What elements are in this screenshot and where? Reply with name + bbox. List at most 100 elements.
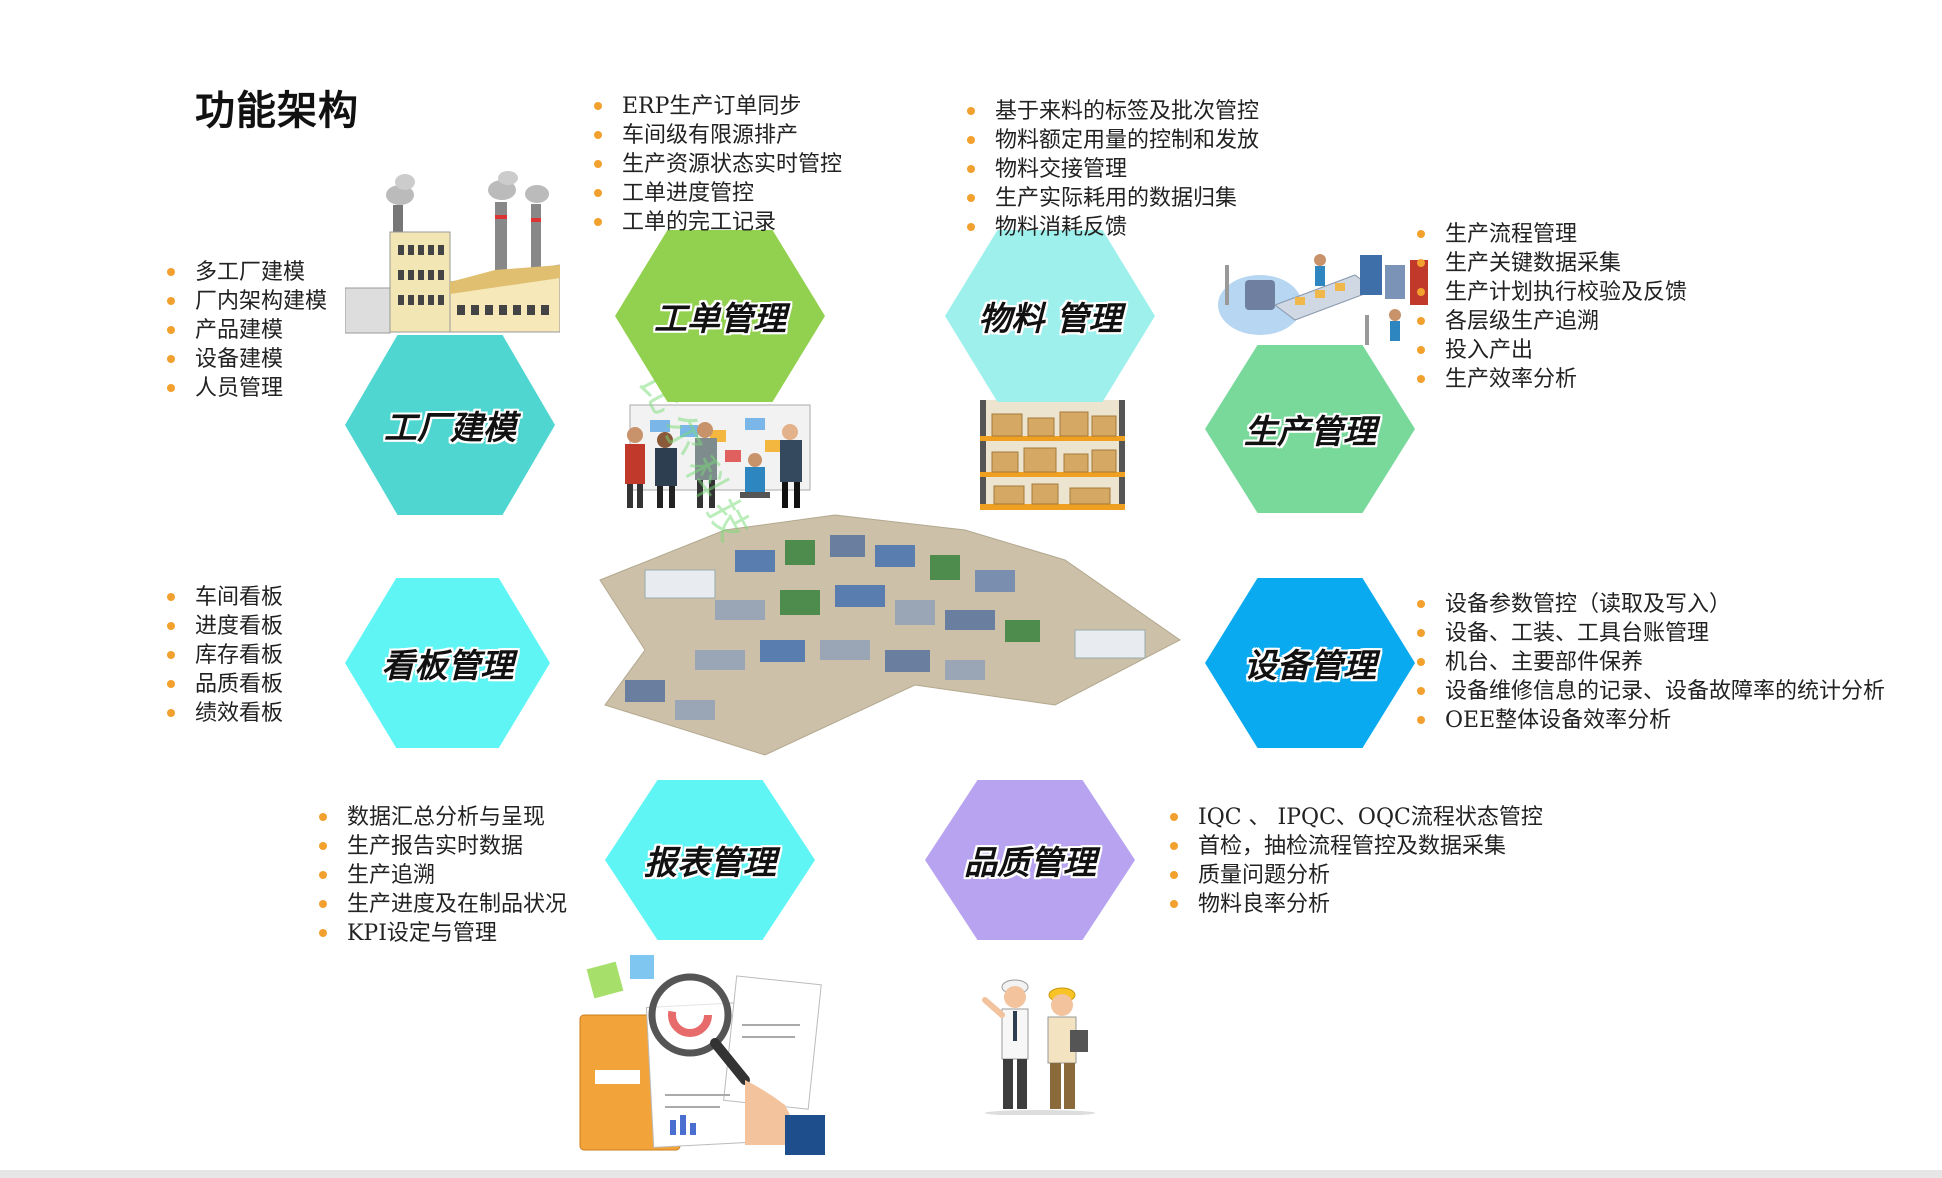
hex-label: 工单管理 [654, 299, 786, 338]
hex-work-order-management[interactable]: 工单管理 [615, 230, 825, 402]
hex-label: 看板管理 [381, 646, 514, 685]
feature-text: 物料交接管理 [995, 157, 1128, 182]
feature-text: 生产进度及在制品状况 [347, 892, 568, 917]
feature-text: KPI设定与管理 [347, 921, 497, 946]
feature-item: OEE整体设备效率分析 [1415, 706, 1885, 735]
hex-quality-management[interactable]: 品质管理 [925, 780, 1135, 940]
bullet-icon [319, 871, 327, 879]
feature-text: 基于来料的标签及批次管控 [995, 99, 1260, 124]
bullet-icon [167, 355, 175, 363]
production-line-icon [1218, 254, 1428, 345]
feature-item: 设备参数管控（读取及写入） [1415, 590, 1885, 619]
feature-text: 投入产出 [1445, 338, 1534, 363]
footer-bar [0, 1170, 1942, 1178]
feature-item: ERP生产订单同步 [592, 92, 842, 121]
bullet-icon [167, 268, 175, 276]
feature-text: 车间看板 [195, 585, 284, 610]
feature-item: 物料额定用量的控制和发放 [965, 126, 1259, 155]
report-magnifier-icon [579, 955, 825, 1155]
feature-item: 库存看板 [165, 641, 283, 670]
feature-text: ERP生产订单同步 [622, 94, 802, 119]
bullet-icon [1417, 230, 1425, 238]
isometric-factory-floor-icon [599, 514, 1181, 756]
bullet-icon [1417, 629, 1425, 637]
feature-item: IQC 、 IPQC、OQC流程状态管控 [1168, 803, 1543, 832]
feature-item: 设备、工装、工具台账管理 [1415, 619, 1885, 648]
workorder-feature-list: ERP生产订单同步车间级有限源排产生产资源状态实时管控工单进度管控工单的完工记录 [592, 92, 842, 237]
feature-text: 多工厂建模 [195, 260, 306, 285]
feature-text: 设备建模 [195, 347, 284, 372]
hex-report-management[interactable]: 报表管理 [605, 780, 815, 940]
page-title: 功能架构 [195, 88, 359, 134]
feature-text: OEE整体设备效率分析 [1445, 708, 1672, 733]
feature-text: 首检，抽检流程管控及数据采集 [1198, 834, 1507, 859]
bullet-icon [1170, 842, 1178, 850]
feature-item: 设备建模 [165, 345, 327, 374]
bullet-icon [167, 680, 175, 688]
bullet-icon [967, 165, 975, 173]
bullet-icon [1417, 317, 1425, 325]
hex-label: 设备管理 [1244, 646, 1376, 685]
bullet-icon [167, 326, 175, 334]
feature-item: 生产追溯 [317, 861, 567, 890]
production-feature-list: 生产流程管理生产关键数据采集生产计划执行校验及反馈各层级生产追溯投入产出生产效率… [1415, 220, 1687, 394]
hex-factory-modeling[interactable]: 工厂建模 [345, 335, 555, 515]
feature-text: 设备、工装、工具台账管理 [1445, 621, 1710, 646]
feature-item: 人员管理 [165, 374, 327, 403]
feature-item: 产品建模 [165, 316, 327, 345]
feature-item: 生产流程管理 [1415, 220, 1687, 249]
equipment-feature-list: 设备参数管控（读取及写入）设备、工装、工具台账管理机台、主要部件保养设备维修信息… [1415, 590, 1885, 735]
feature-text: 物料消耗反馈 [995, 215, 1128, 240]
bullet-icon [594, 160, 602, 168]
feature-text: IQC 、 IPQC、OQC流程状态管控 [1198, 805, 1543, 830]
feature-text: 物料额定用量的控制和发放 [995, 128, 1260, 153]
feature-text: 质量问题分析 [1198, 863, 1331, 888]
feature-item: 多工厂建模 [165, 258, 327, 287]
hex-label: 工厂建模 [384, 408, 516, 447]
feature-text: 品质看板 [195, 672, 284, 697]
hex-kanban-management[interactable]: 看板管理 [345, 578, 550, 748]
feature-item: 物料消耗反馈 [965, 213, 1259, 242]
hex-label: 品质管理 [964, 843, 1096, 882]
bullet-icon [594, 218, 602, 226]
feature-item: 投入产出 [1415, 336, 1687, 365]
feature-text: 产品建模 [195, 318, 284, 343]
feature-item: 生产效率分析 [1415, 365, 1687, 394]
feature-item: 生产报告实时数据 [317, 832, 567, 861]
feature-item: 生产实际耗用的数据归集 [965, 184, 1259, 213]
feature-item: 生产进度及在制品状况 [317, 890, 567, 919]
feature-item: 车间级有限源排产 [592, 121, 842, 150]
feature-item: KPI设定与管理 [317, 919, 567, 948]
feature-item: 质量问题分析 [1168, 861, 1543, 890]
report-feature-list: 数据汇总分析与呈现生产报告实时数据生产追溯生产进度及在制品状况 KPI设定与管理 [317, 803, 567, 948]
bullet-icon [1417, 716, 1425, 724]
feature-text: 工单的完工记录 [622, 210, 777, 235]
bullet-icon [167, 593, 175, 601]
feature-item: 生产计划执行校验及反馈 [1415, 278, 1687, 307]
feature-text: 各层级生产追溯 [1445, 309, 1600, 334]
meeting-team-icon [625, 404, 811, 508]
hex-production-management[interactable]: 生产管理 [1205, 345, 1415, 513]
feature-text: 机台、主要部件保养 [1445, 650, 1644, 675]
feature-text: 厂内架构建模 [195, 289, 328, 314]
quality-feature-list: IQC 、 IPQC、OQC流程状态管控首检，抽检流程管控及数据采集质量问题分析… [1168, 803, 1543, 919]
bullet-icon [319, 900, 327, 908]
hex-label: 生产管理 [1244, 412, 1376, 451]
feature-text: 生产关键数据采集 [1445, 251, 1622, 276]
hex-equipment-management[interactable]: 设备管理 [1205, 578, 1415, 748]
bullet-icon [594, 102, 602, 110]
feature-text: 生产实际耗用的数据归集 [995, 186, 1238, 211]
feature-item: 品质看板 [165, 670, 283, 699]
hex-label: 物料 管理 [978, 299, 1122, 338]
bullet-icon [1170, 871, 1178, 879]
feature-text: 工单进度管控 [622, 181, 755, 206]
hex-material-management[interactable]: 物料 管理 [945, 230, 1155, 402]
warehouse-shelf-icon [980, 400, 1125, 510]
bullet-icon [167, 709, 175, 717]
bullet-icon [1417, 600, 1425, 608]
feature-item: 数据汇总分析与呈现 [317, 803, 567, 832]
feature-item: 生产资源状态实时管控 [592, 150, 842, 179]
feature-text: 设备参数管控（读取及写入） [1445, 592, 1732, 617]
feature-text: 物料良率分析 [1198, 892, 1331, 917]
bullet-icon [319, 813, 327, 821]
